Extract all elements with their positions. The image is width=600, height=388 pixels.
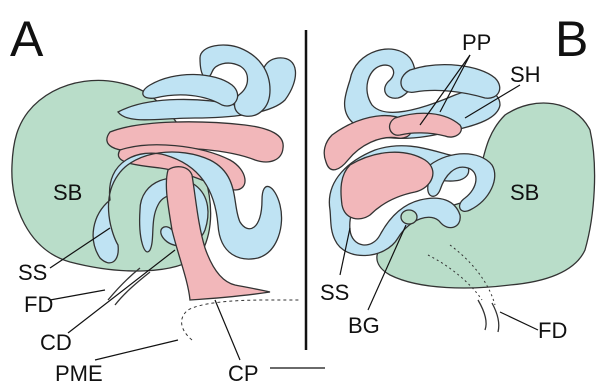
label-sb-b: SB bbox=[510, 180, 539, 205]
label-ss-a: SS bbox=[18, 260, 47, 285]
panel-label-a: A bbox=[10, 11, 44, 67]
label-fd-b: FD bbox=[538, 318, 567, 343]
label-fd-a: FD bbox=[24, 292, 53, 317]
label-sb-a: SB bbox=[53, 180, 82, 205]
label-pme-a: PME bbox=[55, 361, 103, 386]
label-cd-a: CD bbox=[40, 330, 72, 355]
pme-outline-a bbox=[182, 300, 300, 340]
panel-b: B PP SH SB SS BG FD bbox=[320, 11, 595, 343]
panel-a: A SB SS FD CD PME CP bbox=[10, 11, 325, 386]
label-ss-b: SS bbox=[320, 280, 349, 305]
fertilization-duct-end-b bbox=[478, 300, 499, 332]
label-pp-b: PP bbox=[462, 30, 491, 55]
label-bg-b: BG bbox=[348, 313, 380, 338]
panel-label-b: B bbox=[555, 11, 588, 67]
label-sh-b: SH bbox=[510, 62, 541, 87]
label-cp-a: CP bbox=[228, 361, 259, 386]
bulb-gland-b bbox=[401, 210, 417, 224]
